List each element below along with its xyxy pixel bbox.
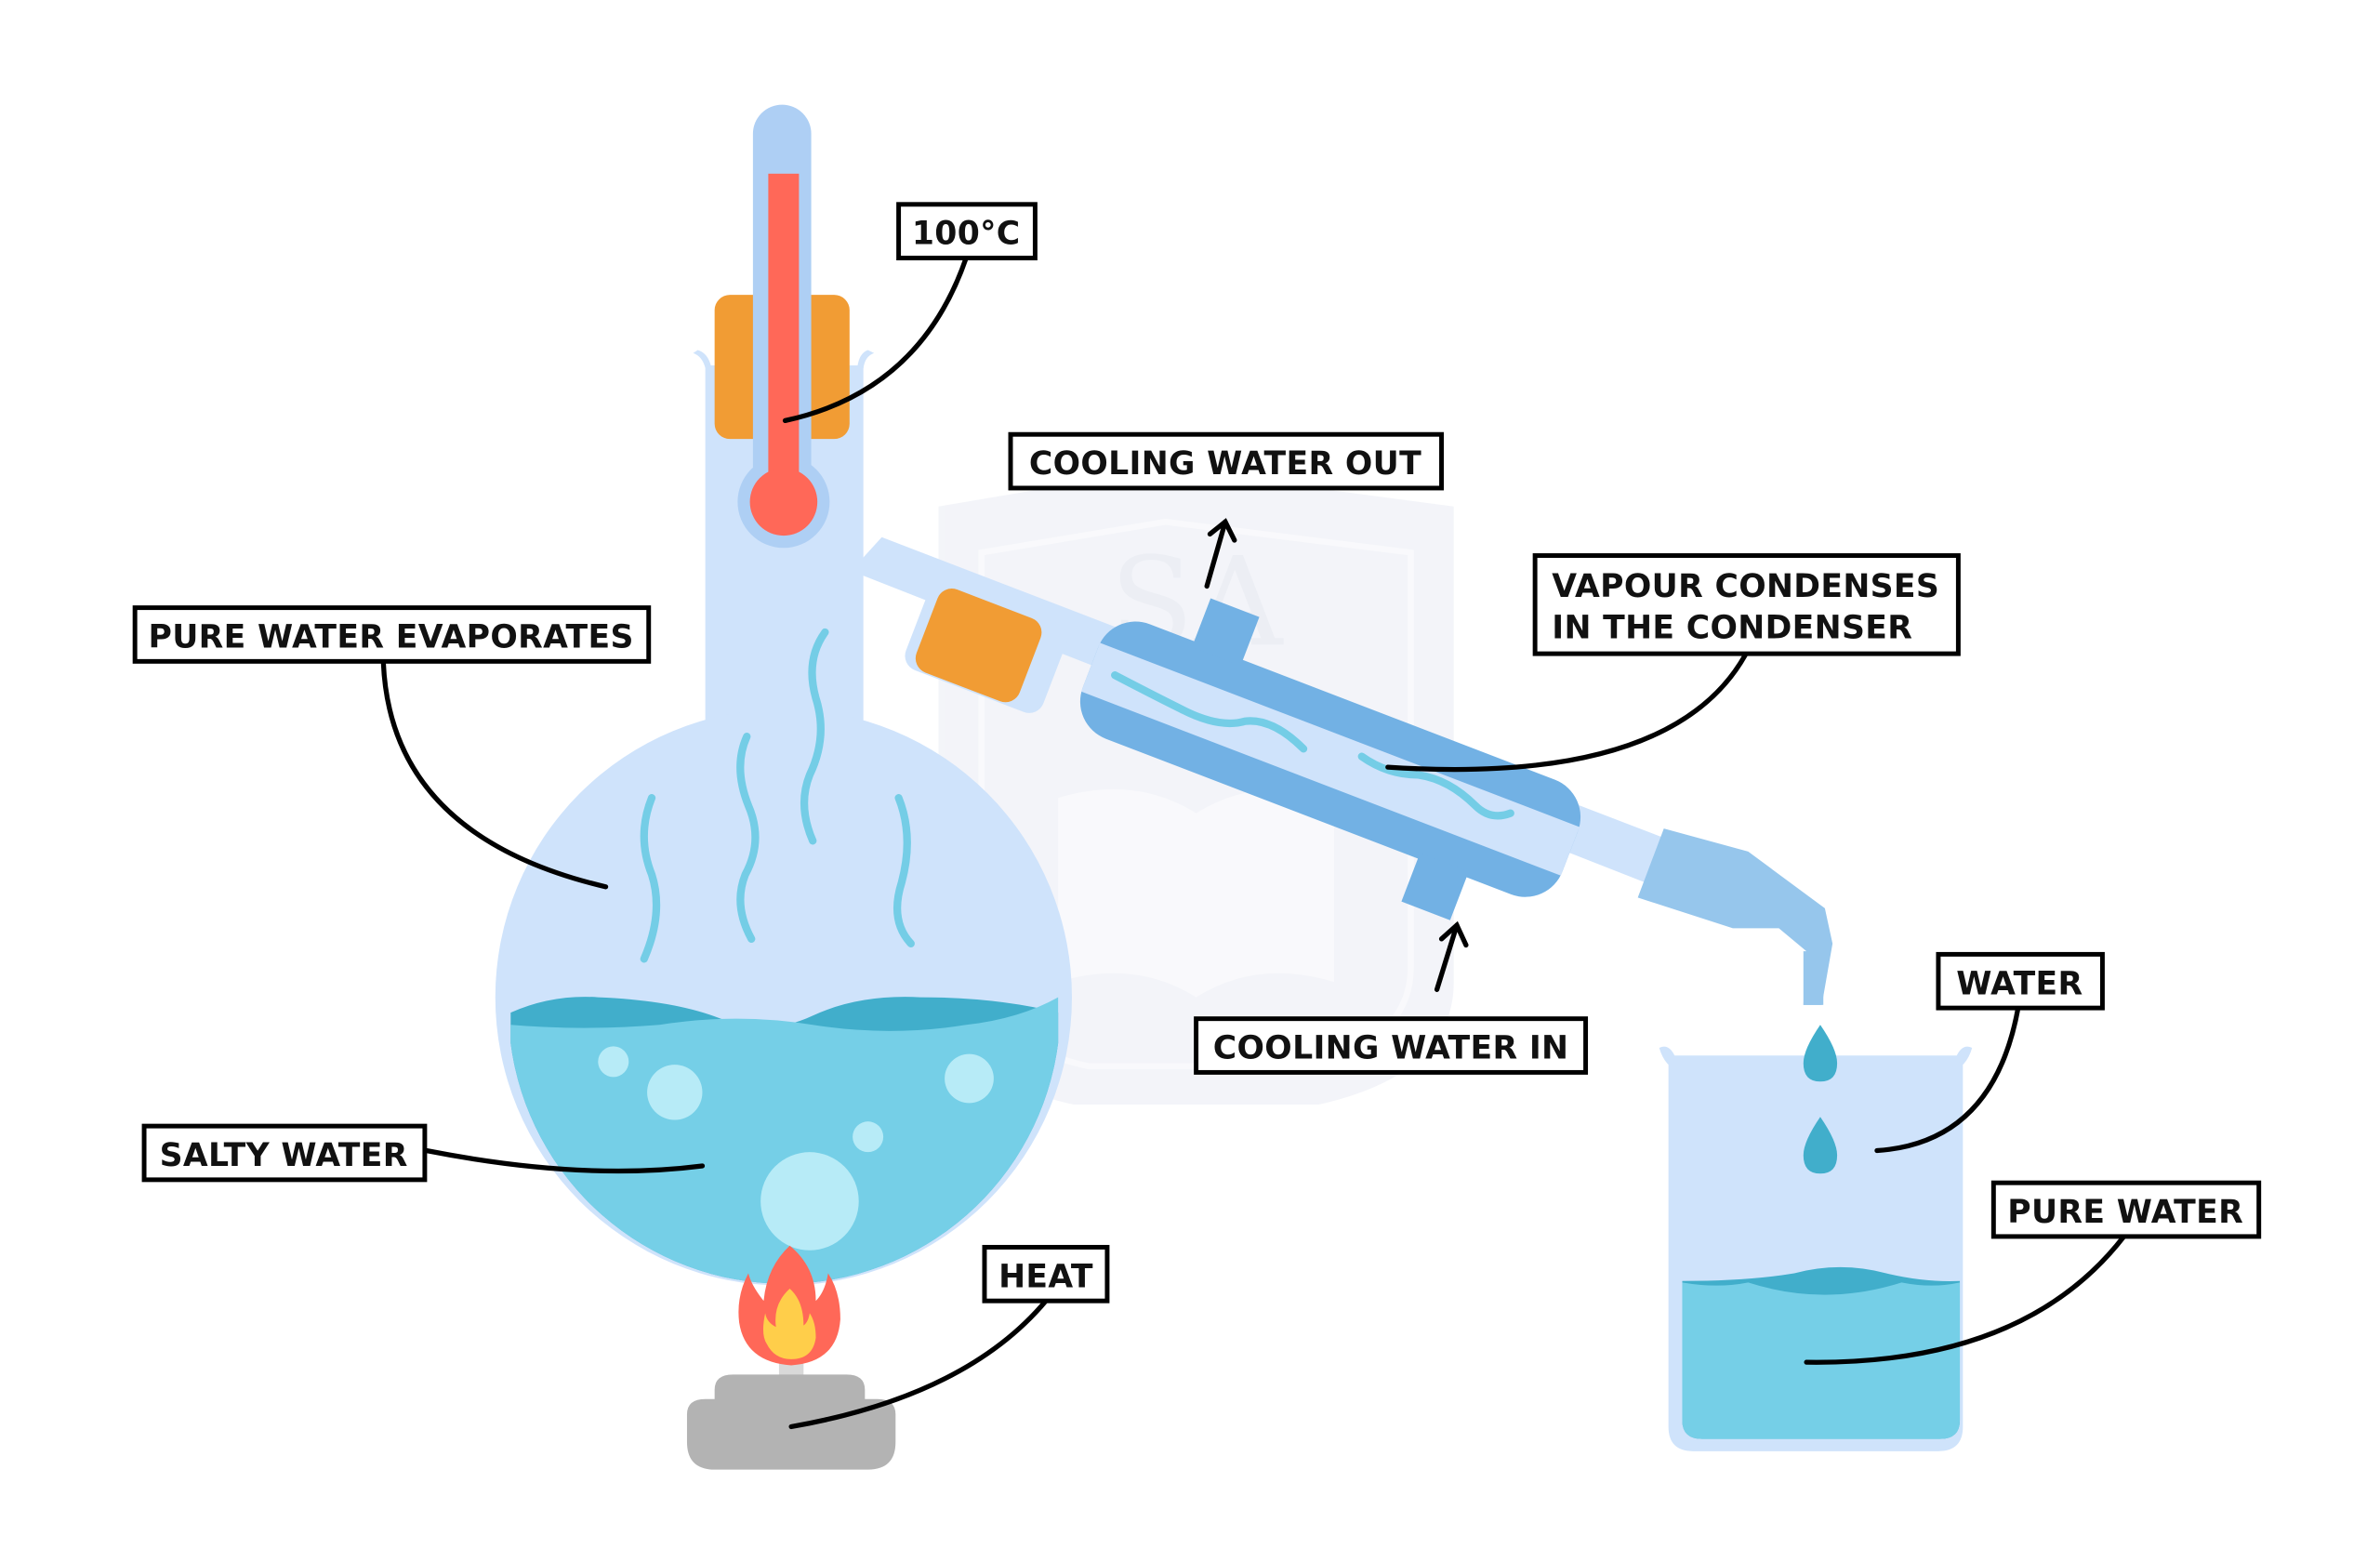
- vapour-wave: [640, 794, 661, 963]
- bubble: [760, 1152, 859, 1251]
- label-cooling-in-text: COOLING WATER IN: [1213, 1030, 1569, 1067]
- flame-icon: [738, 1245, 840, 1366]
- label-pure-water: PURE WATER: [1990, 1180, 2262, 1239]
- arrow-up-icon: [1204, 518, 1237, 589]
- vapour-wave: [736, 733, 760, 944]
- bubble: [853, 1121, 884, 1153]
- leader-condenses: [1385, 653, 1748, 773]
- label-cooling-water-in: COOLING WATER IN: [1194, 1016, 1589, 1075]
- label-salty-water: SALTY WATER: [141, 1123, 428, 1183]
- thermometer-assembly: [714, 104, 850, 549]
- thermometer-liquid: [768, 173, 800, 504]
- label-temperature-text: 100°C: [912, 216, 1021, 253]
- label-condenses-line1: VAPOUR CONDENSES: [1552, 568, 1939, 605]
- receiver-adapter: [1637, 828, 1833, 1005]
- cooling-water-inlet: [1401, 853, 1469, 920]
- leader-salty-water: [423, 1147, 706, 1174]
- droplet-icon: [1803, 1117, 1838, 1174]
- arrow-up-icon: [1434, 920, 1469, 992]
- label-water: WATER: [1936, 951, 2105, 1011]
- leader-temperature: [782, 255, 969, 424]
- label-temperature: 100°C: [896, 202, 1038, 260]
- label-condenses-line2: IN THE CONDENSER: [1552, 610, 1912, 647]
- label-heat: HEAT: [982, 1244, 1110, 1304]
- label-salty-water-text: SALTY WATER: [160, 1137, 408, 1174]
- side-arm-stopper: [905, 580, 1068, 713]
- leader-pure-water: [1804, 1234, 2127, 1365]
- label-pure-water-evaporates: PURE WATER EVAPORATES: [132, 605, 652, 664]
- round-bottom-flask: [495, 350, 1072, 1286]
- bubble: [647, 1065, 703, 1120]
- label-cooling-water-out: COOLING WATER OUT: [1008, 431, 1444, 491]
- label-water-text: WATER: [1956, 965, 2082, 1002]
- salty-water-liquid: [510, 997, 1059, 1284]
- label-heat-text: HEAT: [998, 1258, 1093, 1295]
- label-evaporates-text: PURE WATER EVAPORATES: [149, 618, 634, 655]
- cooling-water-outlet: [1192, 598, 1260, 666]
- label-vapour-condenses: VAPOUR CONDENSES IN THE CONDENSER: [1532, 553, 1961, 656]
- bubble: [945, 1053, 994, 1104]
- vapour-wave: [1111, 671, 1308, 753]
- vapour-wave: [1357, 752, 1514, 820]
- leader-evaporates: [380, 660, 609, 890]
- label-cooling-out-text: COOLING WATER OUT: [1029, 445, 1421, 483]
- label-pure-water-text: PURE WATER: [2007, 1194, 2243, 1231]
- leader-heat: [788, 1298, 1049, 1430]
- receiving-beaker: [1659, 1025, 1973, 1451]
- leader-water: [1874, 1005, 2021, 1154]
- droplet-icon: [1803, 1025, 1838, 1082]
- bubble: [598, 1046, 629, 1078]
- vapour-wave: [800, 628, 829, 845]
- vapour-wave: [893, 794, 915, 947]
- liebig-condenser: [1079, 598, 1581, 920]
